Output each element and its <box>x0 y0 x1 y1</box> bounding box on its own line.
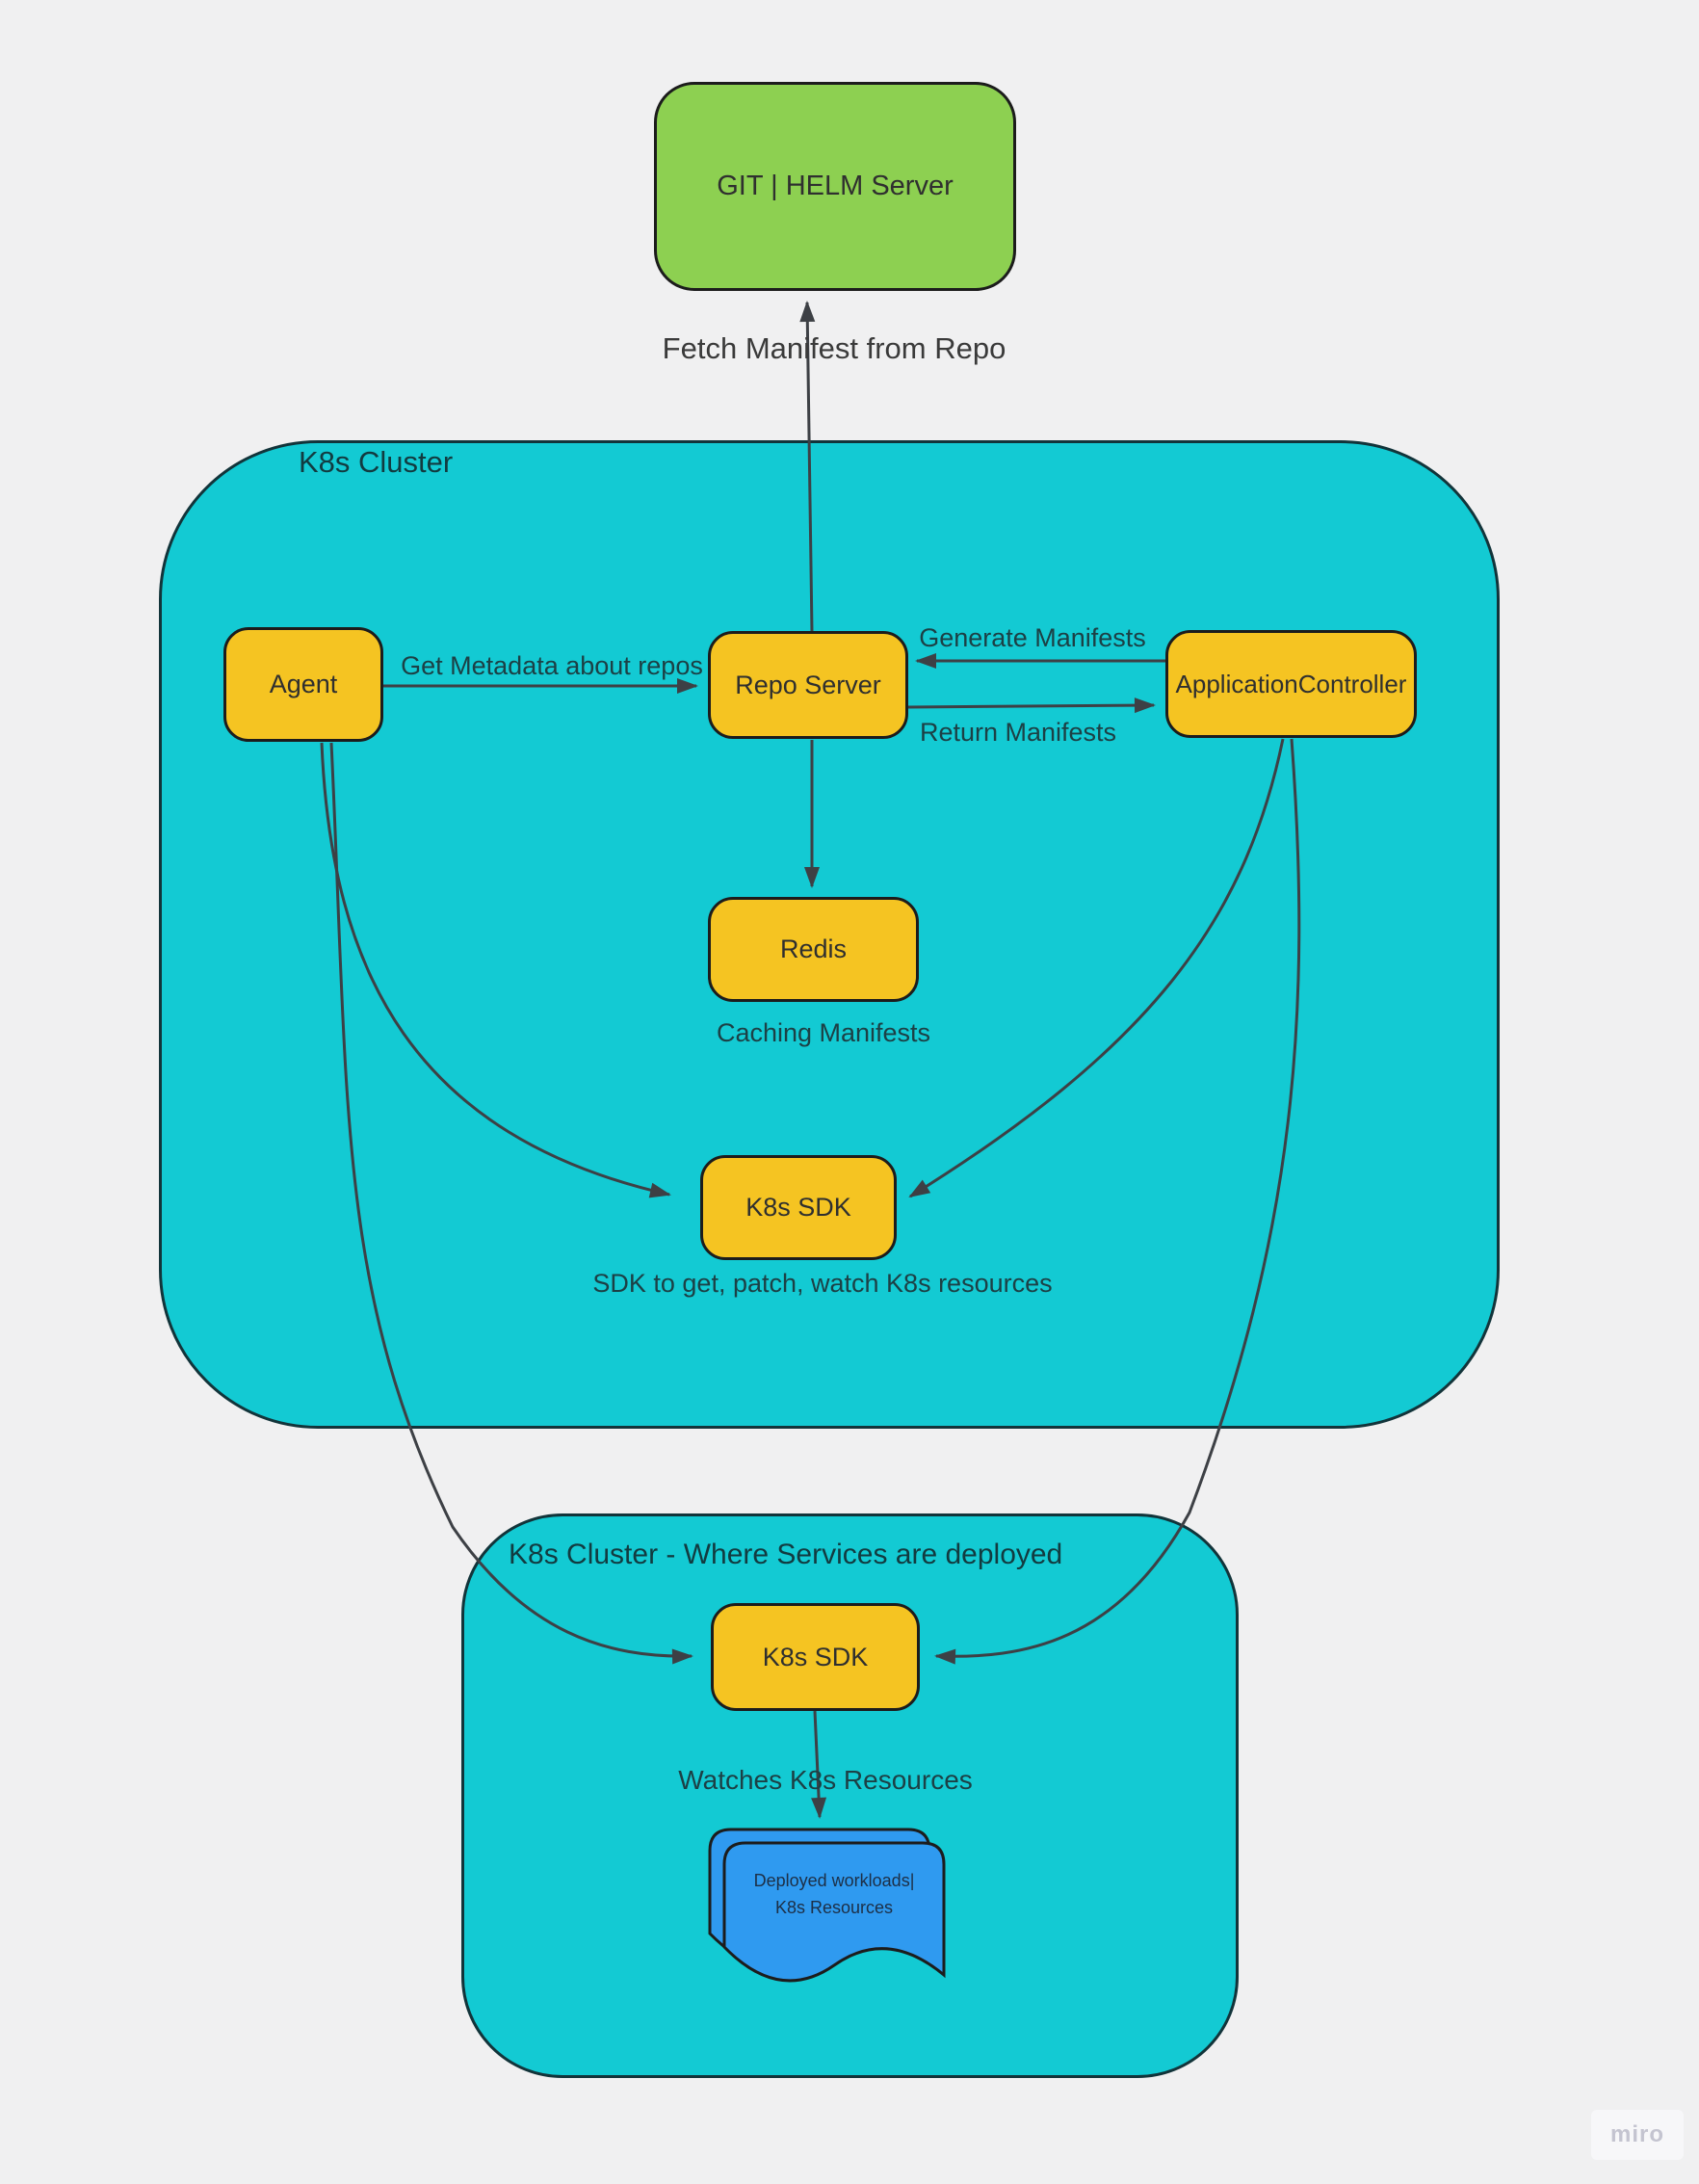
node-git-helm-server[interactable]: GIT | HELM Server <box>654 82 1016 291</box>
label-return-manifests: Return Manifests <box>919 718 1117 747</box>
node-repo-server[interactable]: Repo Server <box>708 631 908 739</box>
node-redis[interactable]: Redis <box>708 897 919 1002</box>
miro-watermark-text: miro <box>1609 2121 1664 2147</box>
edge-agent-to-sdk-deploy[interactable] <box>329 742 693 1665</box>
node-agent[interactable]: Agent <box>223 627 383 742</box>
node-k8s-sdk-deploy-label: K8s SDK <box>762 1642 869 1671</box>
node-k8s-sdk-deploy[interactable]: K8s SDK <box>711 1603 920 1711</box>
cluster-main-title: K8s Cluster <box>299 445 454 479</box>
cluster-deploy-title: K8s Cluster - Where Services are deploye… <box>509 1539 1063 1570</box>
node-k8s-sdk-main-label: K8s SDK <box>745 1193 851 1222</box>
node-redis-label: Redis <box>779 934 848 963</box>
node-agent-label: Agent <box>269 670 338 698</box>
label-watches-resources: Watches K8s Resources <box>678 1765 973 1795</box>
label-generate-manifests: Generate Manifests <box>919 623 1146 652</box>
node-k8s-sdk-main[interactable]: K8s SDK <box>700 1155 897 1260</box>
deployed-workloads-line1: Deployed workloads| <box>753 1871 915 1890</box>
deployed-workloads-line2: K8s Resources <box>774 1898 894 1917</box>
node-application-controller-label: ApplicationController <box>1175 669 1407 698</box>
miro-watermark: miro <box>1591 2110 1684 2160</box>
label-caching-manifests: Caching Manifests <box>716 1018 931 1047</box>
node-git-helm-server-label: GIT | HELM Server <box>717 171 954 201</box>
label-get-metadata: Get Metadata about repos <box>401 651 703 680</box>
label-sdk-purpose: SDK to get, patch, watch K8s resources <box>592 1269 1053 1298</box>
edge-agent-to-sdk-main[interactable] <box>320 742 671 1198</box>
edge-repo-to-appctrl[interactable] <box>907 697 1156 714</box>
edge-repo-to-git[interactable] <box>799 301 816 633</box>
node-deployed-workloads-label: Deployed workloads| K8s Resources <box>728 1867 940 1921</box>
node-application-controller[interactable]: ApplicationController <box>1165 630 1417 738</box>
node-repo-server-label: Repo Server <box>735 670 881 699</box>
edge-appctrl-to-sdk-deploy[interactable] <box>934 738 1301 1665</box>
label-fetch-manifest: Fetch Manifest from Repo <box>662 331 1006 365</box>
edge-appctrl-to-sdk-main[interactable] <box>908 738 1285 1198</box>
document-shape-front[interactable] <box>722 1841 946 1983</box>
edge-sdk-to-workloads[interactable] <box>811 1710 827 1819</box>
